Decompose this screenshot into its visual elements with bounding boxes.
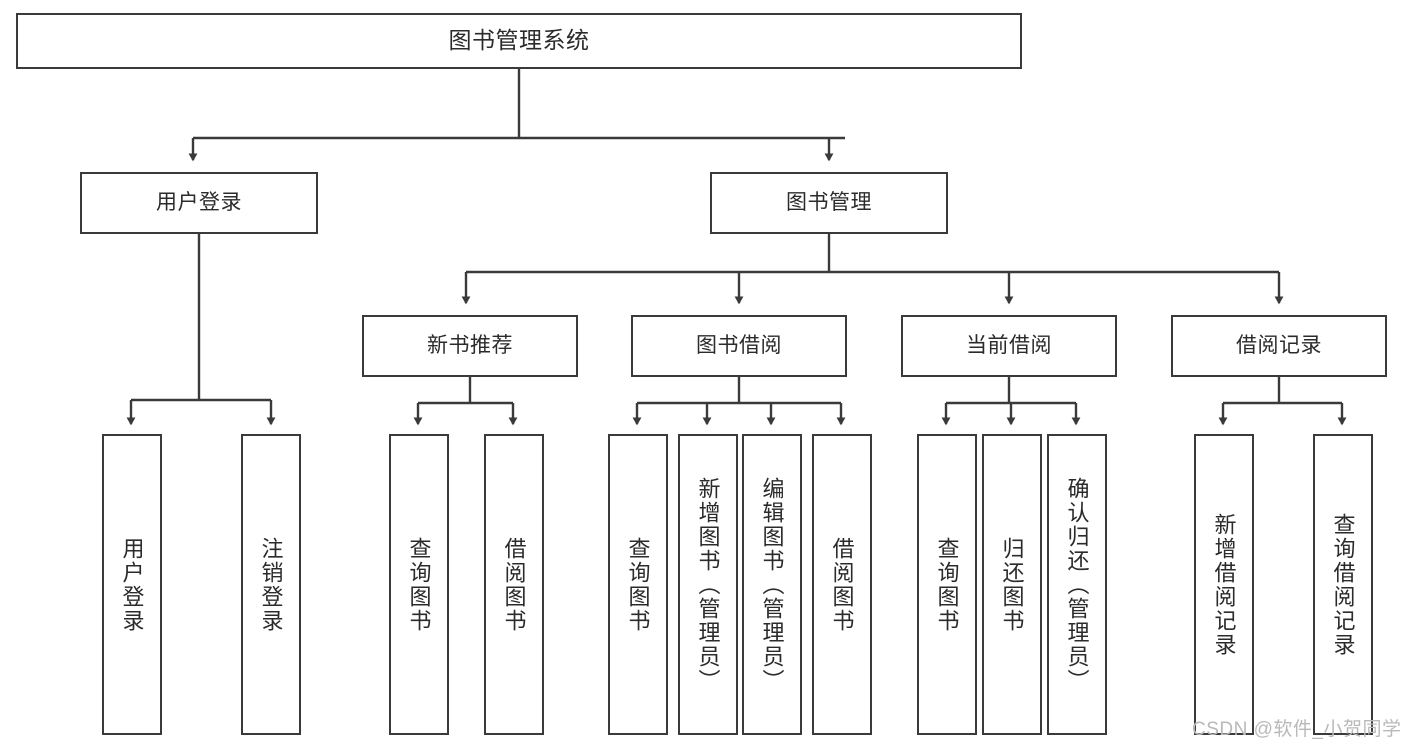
node-label: 查询借阅记录	[1330, 512, 1356, 657]
node-label: 借阅图书	[829, 536, 855, 633]
leaf-borrow-record-add[interactable]: 新增借阅记录	[1194, 434, 1254, 735]
leaf-user-login-logout[interactable]: 注销登录	[241, 434, 301, 735]
leaf-current-borrow-confirm-return[interactable]: 确认归还（管理员）	[1047, 434, 1107, 735]
node-current-borrow[interactable]: 当前借阅	[901, 315, 1117, 377]
node-label: 当前借阅	[966, 334, 1052, 358]
node-label: 查询图书	[625, 536, 651, 633]
node-label: 查询图书	[406, 536, 432, 633]
node-label: 归还图书	[999, 536, 1025, 633]
node-label: 新书推荐	[427, 334, 513, 358]
node-label: 编辑图书（管理员）	[759, 476, 785, 693]
node-book-borrow[interactable]: 图书借阅	[631, 315, 847, 377]
node-borrow-record[interactable]: 借阅记录	[1171, 315, 1387, 377]
node-label: 用户登录	[156, 191, 242, 215]
node-label: 新增图书（管理员）	[695, 476, 721, 693]
leaf-new-book-borrow[interactable]: 借阅图书	[484, 434, 544, 735]
leaf-borrow-record-query[interactable]: 查询借阅记录	[1313, 434, 1373, 735]
node-label: 图书借阅	[696, 334, 782, 358]
leaf-current-borrow-query[interactable]: 查询图书	[917, 434, 977, 735]
node-label: 借阅图书	[501, 536, 527, 633]
node-user-login[interactable]: 用户登录	[80, 172, 318, 234]
node-label: 图书管理系统	[448, 27, 590, 54]
leaf-book-borrow-borrow[interactable]: 借阅图书	[812, 434, 872, 735]
leaf-book-borrow-add[interactable]: 新增图书（管理员）	[678, 434, 738, 735]
csdn-watermark: CSDN @软件_小贺同学	[1192, 719, 1402, 740]
node-label: 确认归还（管理员）	[1064, 476, 1090, 693]
leaf-user-login-login[interactable]: 用户登录	[102, 434, 162, 735]
leaf-new-book-query[interactable]: 查询图书	[389, 434, 449, 735]
node-label: 借阅记录	[1236, 334, 1322, 358]
leaf-book-borrow-edit[interactable]: 编辑图书（管理员）	[742, 434, 802, 735]
leaf-current-borrow-return[interactable]: 归还图书	[982, 434, 1042, 735]
node-new-book-recommend[interactable]: 新书推荐	[362, 315, 578, 377]
node-book-management[interactable]: 图书管理	[710, 172, 948, 234]
node-label: 查询图书	[934, 536, 960, 633]
leaf-book-borrow-query[interactable]: 查询图书	[608, 434, 668, 735]
node-label: 注销登录	[258, 536, 284, 633]
node-label: 新增借阅记录	[1211, 512, 1237, 657]
node-root-system[interactable]: 图书管理系统	[16, 13, 1022, 69]
node-label: 用户登录	[119, 536, 145, 633]
node-label: 图书管理	[786, 191, 872, 215]
